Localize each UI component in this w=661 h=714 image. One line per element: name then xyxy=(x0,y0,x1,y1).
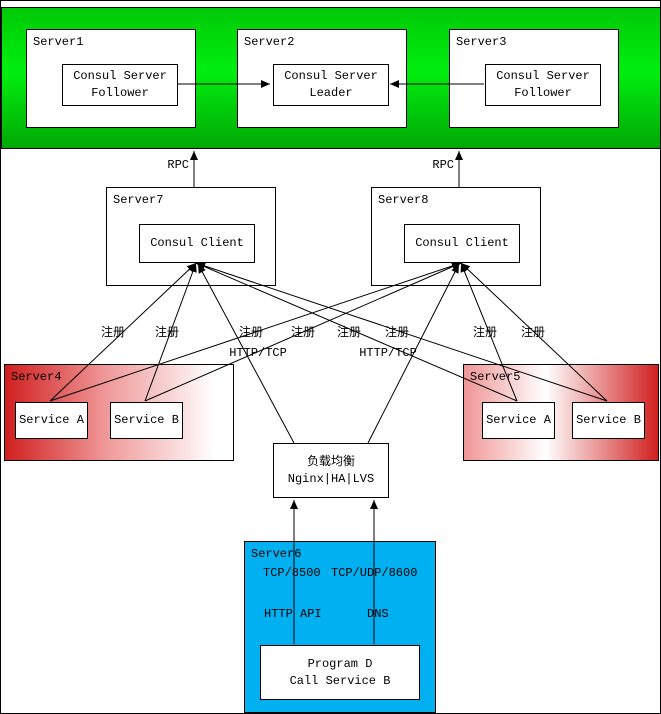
register-label-3: 注册 xyxy=(238,326,264,340)
server5-service-a-node: Service A xyxy=(482,402,555,439)
register-label-5: 注册 xyxy=(336,326,362,340)
server3-title: Server3 xyxy=(456,35,507,49)
rpc-label-right: RPC xyxy=(432,158,454,172)
server5-service-b-node: Service B xyxy=(572,402,645,439)
server4-service-b-node: Service B xyxy=(110,402,183,439)
server5-box: Server5 Service A Service B xyxy=(463,364,659,461)
dns-label: DNS xyxy=(367,607,389,621)
server2-title: Server2 xyxy=(244,35,295,49)
register-label-1: 注册 xyxy=(100,326,126,340)
server4-box: Server4 Service A Service B xyxy=(4,364,234,461)
server1-title: Server1 xyxy=(33,35,84,49)
http-tcp-label-right: HTTP/TCP xyxy=(359,346,417,360)
consul-server-leader-node: Consul Server Leader xyxy=(273,64,389,106)
server8-title: Server8 xyxy=(378,193,429,207)
http-tcp-label-left: HTTP/TCP xyxy=(229,346,287,360)
server2-box: Server2 Consul Server Leader xyxy=(237,29,407,128)
consul-client-2-node: Consul Client xyxy=(404,224,520,263)
register-label-7: 注册 xyxy=(472,326,498,340)
server5-title: Server5 xyxy=(470,370,521,384)
http-api-label: HTTP API xyxy=(264,607,322,621)
program-d-node: Program D Call Service B xyxy=(260,645,420,700)
consul-server-follower-2-node: Consul Server Follower xyxy=(485,64,601,106)
server7-box: Server7 Consul Client xyxy=(106,187,276,286)
register-label-2: 注册 xyxy=(154,326,180,340)
server3-box: Server3 Consul Server Follower xyxy=(449,29,619,128)
register-label-6: 注册 xyxy=(384,326,410,340)
consul-client-1-node: Consul Client xyxy=(139,224,255,263)
server7-title: Server7 xyxy=(113,193,164,207)
server6-box: Server6 Program D Call Service B xyxy=(244,541,436,713)
server8-box: Server8 Consul Client xyxy=(371,187,541,286)
rpc-label-left: RPC xyxy=(167,158,189,172)
register-label-4: 注册 xyxy=(290,326,316,340)
server4-service-a-node: Service A xyxy=(15,402,88,439)
tcp-udp-8600-label: TCP/UDP/8600 xyxy=(331,566,418,580)
consul-server-follower-1-node: Consul Server Follower xyxy=(62,64,178,106)
tcp-8500-label: TCP/8500 xyxy=(263,566,321,580)
server1-box: Server1 Consul Server Follower xyxy=(26,29,196,128)
load-balancer-node: 负载均衡 Nginx|HA|LVS xyxy=(273,443,389,498)
register-label-8: 注册 xyxy=(520,326,546,340)
server6-title: Server6 xyxy=(251,547,302,561)
server4-title: Server4 xyxy=(11,370,62,384)
